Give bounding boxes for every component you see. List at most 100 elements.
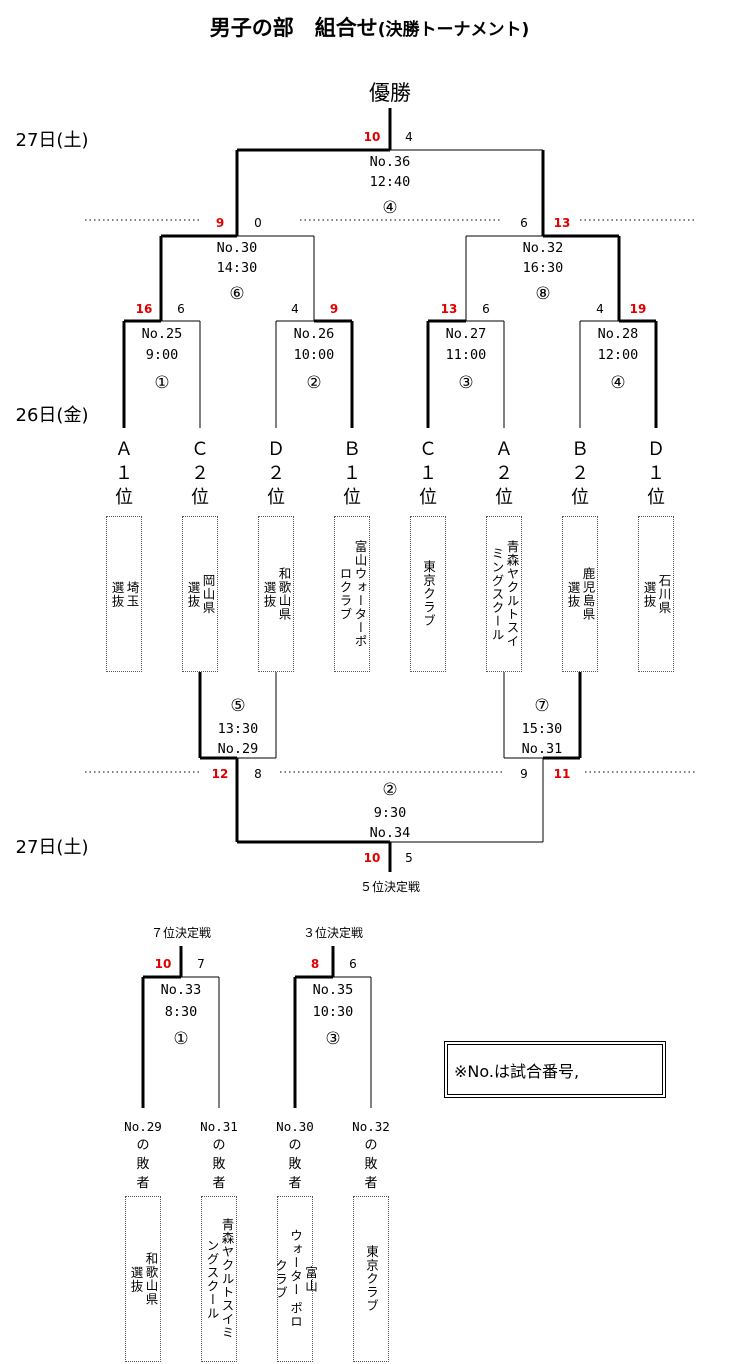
seed-pos: 位 [191, 487, 209, 508]
game-time: 16:30 [523, 260, 564, 276]
winner-score: 11 [554, 767, 571, 781]
seed-rank: １ [115, 463, 133, 484]
loser-source: No.31 [200, 1119, 238, 1134]
loser-text: 者 [136, 1176, 149, 1191]
seed-rank: ２ [191, 463, 209, 484]
game-time: 13:30 [218, 721, 259, 737]
loser-score: 4 [405, 130, 413, 144]
seed-pos: 位 [571, 487, 589, 508]
team-name: 和歌山県 [276, 567, 292, 621]
loser-score: 0 [254, 216, 262, 230]
team-name: 東京クラブ [421, 560, 436, 628]
winner-score: 8 [311, 957, 319, 971]
seed-rank: １ [647, 463, 665, 484]
team-name: ングスクール [204, 1238, 220, 1320]
team-box: 埼玉 選抜 [106, 516, 142, 672]
game-court: ⑧ [535, 284, 550, 304]
winner-score: 19 [630, 302, 647, 316]
team-box: 青森ヤクルトスイミ ングスクール [201, 1196, 237, 1362]
team-box: 石川県 選抜 [638, 516, 674, 672]
team-name: ロクラブ [337, 567, 353, 621]
seed-rank: １ [419, 463, 437, 484]
loser-text: の [136, 1138, 149, 1153]
loser-text: 敗 [288, 1157, 301, 1172]
loser-score: 6 [177, 302, 185, 316]
team-box: 東京クラブ [410, 516, 446, 672]
winner-score: 9 [216, 216, 224, 230]
winner-score: 9 [330, 302, 338, 316]
team-name: 選抜 [641, 580, 657, 608]
seed-rank: ２ [495, 463, 513, 484]
game-court: ① [173, 1029, 188, 1049]
team-name: ミングスクール [489, 546, 505, 642]
team-name: 東京クラブ [364, 1245, 379, 1313]
seed-group: Ｂ [343, 439, 361, 460]
seed-group: Ａ [495, 439, 513, 460]
seed-pos: 位 [343, 487, 361, 508]
game-time: 10:00 [294, 347, 335, 363]
loser-score: 7 [197, 957, 205, 971]
placement-label: ７位決定戦 [151, 925, 211, 940]
loser-text: 敗 [212, 1157, 225, 1172]
team-name: 石川県 [656, 573, 672, 615]
game-number: No.25 [142, 326, 183, 342]
game-number: No.35 [313, 982, 354, 998]
seed-rank: ２ [267, 463, 285, 484]
game-time: 12:40 [370, 174, 411, 190]
game-number: No.28 [598, 326, 639, 342]
seed-pos: 位 [647, 487, 665, 508]
winner-score: 16 [136, 302, 153, 316]
loser-score: 4 [596, 302, 604, 316]
game-time: 10:30 [313, 1004, 354, 1020]
loser-score: 6 [520, 216, 528, 230]
loser-score: 8 [254, 767, 262, 781]
winner-score: 12 [212, 767, 229, 781]
seed-group: Ｂ [571, 439, 589, 460]
game-court: ⑤ [230, 696, 245, 716]
game-time: 9:00 [146, 347, 179, 363]
game-time: 14:30 [217, 260, 258, 276]
game-court: ③ [458, 373, 473, 393]
team-box: 鹿児島県 選抜 [562, 516, 598, 672]
game-court: ① [154, 373, 169, 393]
loser-source: No.29 [124, 1119, 162, 1134]
game-time: 8:30 [165, 1004, 198, 1020]
loser-text: の [364, 1138, 377, 1153]
loser-score: 6 [482, 302, 490, 316]
loser-score: 9 [520, 767, 528, 781]
seed-rank: ２ [571, 463, 589, 484]
seed-group: Ｄ [647, 439, 665, 460]
winner-score: 10 [155, 957, 172, 971]
game-number: No.32 [523, 240, 564, 256]
seed-group: Ｃ [419, 439, 437, 460]
game-court: ④ [610, 373, 625, 393]
game-number: No.34 [370, 825, 411, 841]
team-name: 和歌山県 [143, 1252, 159, 1306]
champion-label: 優勝 [369, 81, 411, 105]
game-court: ② [306, 373, 321, 393]
team-name: 選抜 [109, 580, 125, 608]
game-court: ③ [325, 1029, 340, 1049]
winner-score: 13 [554, 216, 571, 230]
note-text: ※No.は試合番号, [454, 1061, 580, 1081]
team-name: ウォーター ポロ [288, 1229, 303, 1329]
team-box: 青森ヤクルトスイ ミングスクール [486, 516, 522, 672]
loser-score: 6 [349, 957, 357, 971]
title-main: 男子の部 組合せ [209, 16, 378, 40]
day-label: 26日(金) [16, 405, 89, 426]
placement-label: ３位決定戦 [303, 925, 363, 940]
note-box: ※No.は試合番号, [444, 1041, 666, 1098]
game-court: ② [382, 780, 397, 800]
seed-pos: 位 [267, 487, 285, 508]
seed-pos: 位 [495, 487, 513, 508]
loser-text: の [212, 1138, 225, 1153]
game-court: ④ [382, 198, 397, 218]
game-time: 11:00 [446, 347, 487, 363]
loser-text: 者 [364, 1176, 377, 1191]
winner-score: 10 [364, 130, 381, 144]
loser-text: 敗 [364, 1157, 377, 1172]
game-number: No.33 [161, 982, 202, 998]
game-court: ⑦ [534, 696, 549, 716]
placement-label: ５位決定戦 [360, 879, 420, 894]
